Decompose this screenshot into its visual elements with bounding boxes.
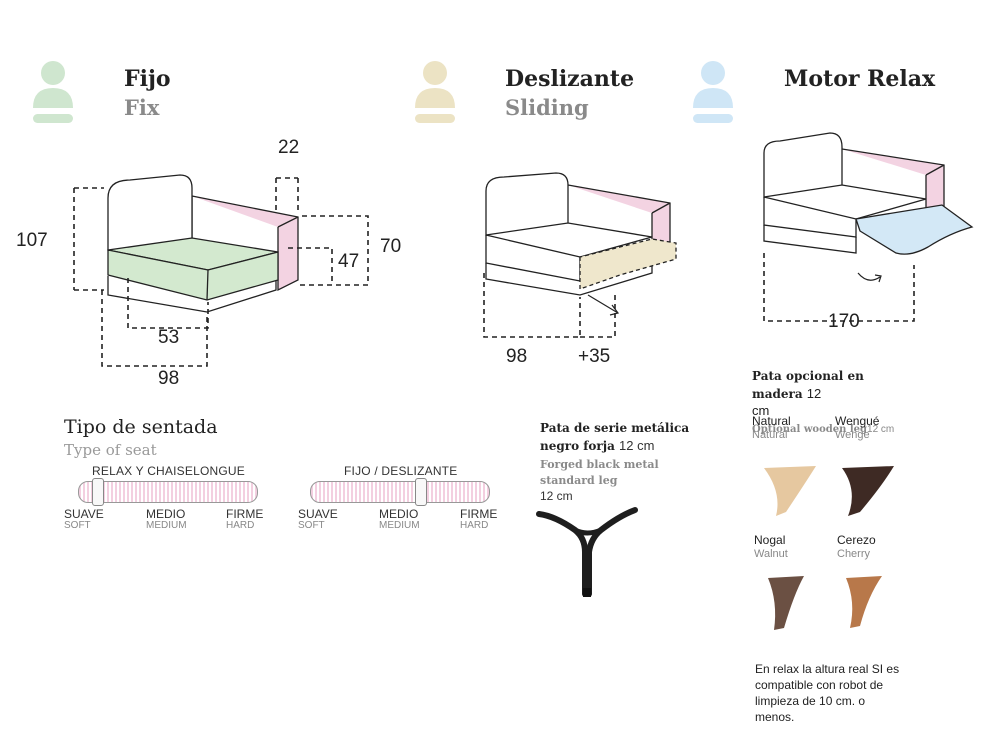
sliding-person-icon (415, 61, 455, 123)
wood-natural-leg-image[interactable] (758, 462, 822, 520)
wood-wenge-leg-image[interactable] (838, 462, 902, 520)
fix-subtitle: Fix (124, 95, 160, 120)
slider-1-soft-en: SOFT (64, 520, 91, 531)
metal-leg-title-es: Pata de serie metálica negro forja (540, 421, 690, 453)
slider-2-hard: FIRME (460, 507, 498, 521)
sliding-dim-35: +35 (578, 346, 611, 367)
wood-cherry-label-en: Cherry (837, 548, 871, 560)
fix-dim-22: 22 (278, 137, 300, 158)
wood-leg-title-es: Pata opcional en madera (752, 369, 864, 401)
wood-walnut-leg-image[interactable] (764, 572, 812, 636)
motor-person-icon (693, 61, 733, 123)
sliding-subtitle: Sliding (505, 95, 589, 120)
wood-walnut-label-en: Walnut (754, 548, 788, 560)
fix-dim-47: 47 (338, 251, 360, 272)
robot-compatibility-note: En relax la altura real SI es compatible… (755, 662, 900, 724)
fix-dim-70: 70 (380, 236, 402, 257)
motor-title: Motor Relax (784, 66, 936, 92)
slider-1-hard-en: HARD (226, 520, 255, 531)
seat-type-subtitle: Type of seat (64, 441, 157, 459)
wood-leg-title: Pata opcional en madera 12 (752, 368, 902, 403)
wood-wenge-label: Wengué (835, 414, 880, 428)
wood-wenge-label-en: Wenge (835, 429, 870, 441)
fix-dim-98: 98 (158, 368, 180, 389)
seat-slider-relax[interactable] (78, 478, 258, 506)
seat-slider-fix[interactable] (310, 478, 490, 506)
metal-leg-size-en: 12 cm (540, 489, 573, 503)
motor-dim-170: 170 (828, 311, 860, 332)
wood-leg-size-a: 12 (806, 386, 822, 401)
fix-dim-107: 107 (16, 230, 48, 251)
wood-leg-title-en: Optional wooden leg (752, 424, 868, 435)
wood-walnut-label: Nogal (754, 533, 786, 547)
sliding-title: Deslizante (505, 66, 635, 92)
wood-leg-size-en: 12 cm (867, 424, 895, 435)
slider-1-hard: FIRME (226, 507, 264, 521)
metal-leg-size: 12 cm (619, 438, 655, 453)
slider-2-soft: SUAVE (298, 507, 338, 521)
seat-type-title: Tipo de sentada (64, 416, 218, 438)
slider-2-medium: MEDIO (379, 507, 419, 521)
seat-slider-fix-knob[interactable] (415, 478, 427, 506)
slider-1-label: RELAX Y CHAISELONGUE (92, 464, 245, 478)
wood-cherry-label: Cerezo (837, 533, 876, 547)
wood-leg-size-b: cm (752, 403, 770, 418)
fix-title: Fijo (124, 66, 171, 92)
metal-leg-text: Pata de serie metálica negro forja 12 cm… (540, 420, 715, 503)
motor-sofa-diagram (763, 132, 974, 322)
metal-leg-title: Pata de serie metálica negro forja 12 cm (540, 420, 715, 455)
seat-slider-relax-knob[interactable] (92, 478, 104, 506)
sliding-dim-98: 98 (506, 346, 528, 367)
slider-2-medium-en: MEDIUM (379, 520, 420, 531)
slider-2-hard-en: HARD (460, 520, 489, 531)
fix-dim-53: 53 (158, 327, 180, 348)
slider-2-soft-en: SOFT (298, 520, 325, 531)
sliding-sofa-diagram (483, 172, 677, 338)
wood-natural-label-en: Natural (752, 429, 788, 441)
wood-cherry-leg-image[interactable] (842, 572, 890, 636)
slider-1-medium: MEDIO (146, 507, 186, 521)
metal-leg-title-en: Forged black metal standard leg (540, 458, 659, 487)
wood-natural-label: Natural (752, 414, 791, 428)
slider-1-medium-en: MEDIUM (146, 520, 187, 531)
slider-1-soft: SUAVE (64, 507, 104, 521)
slider-2-label: FIJO / DESLIZANTE (344, 464, 458, 478)
metal-leg-image (536, 507, 638, 597)
fix-person-icon (33, 61, 73, 123)
wood-leg-text: Pata opcional en madera 12 cm Optional w… (752, 368, 902, 438)
fix-sofa-diagram (73, 174, 369, 367)
